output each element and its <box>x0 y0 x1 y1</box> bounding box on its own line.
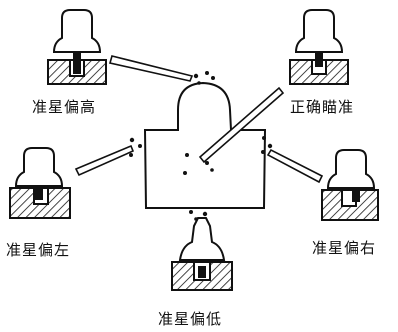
label-sight-low: 准星偏低 <box>158 310 223 328</box>
label-sight-high: 准星偏高 <box>32 98 97 116</box>
label-sight-right: 准星偏右 <box>312 239 377 257</box>
sight-icon-low <box>171 217 233 291</box>
sight-icon-high <box>47 9 107 85</box>
impact-dots <box>129 71 273 221</box>
target-silhouette <box>143 81 267 209</box>
sight-icon-right <box>321 149 379 221</box>
sight-icon-left <box>9 147 71 219</box>
label-correct-aim: 正确瞄准 <box>290 98 355 116</box>
label-sight-left: 准星偏左 <box>6 241 71 259</box>
sight-icon-correct <box>289 9 349 85</box>
pointer-arrows <box>74 55 324 184</box>
